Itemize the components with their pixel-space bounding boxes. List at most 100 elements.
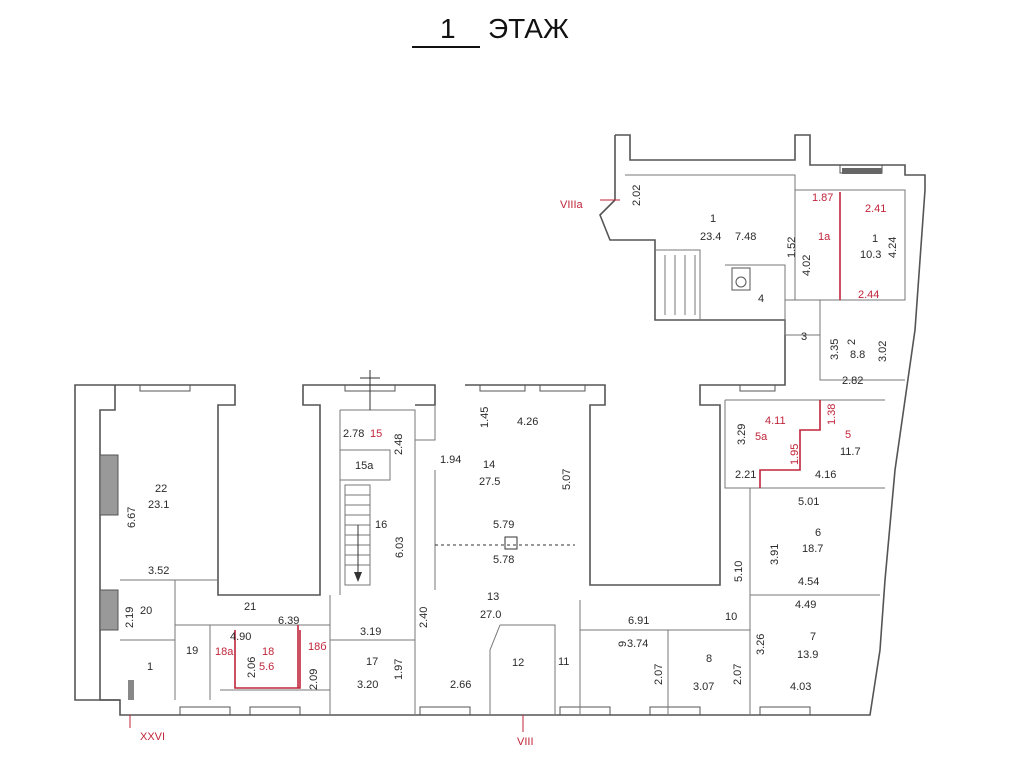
room-14-num: 14 — [483, 459, 495, 471]
room-1-top-dim2: 2.02 — [631, 185, 643, 206]
room-12-num: 12 — [512, 657, 524, 669]
room-18a-num: 18а — [215, 646, 234, 658]
room-8-dim: 3.07 — [693, 681, 714, 693]
room-2-dim3: 2.82 — [842, 375, 863, 387]
room-9-dim2: 2.07 — [653, 664, 665, 685]
room-2-dim: 3.35 — [829, 339, 841, 360]
room-7-num: 7 — [810, 631, 816, 643]
room-1a-dim: 1.87 — [812, 192, 833, 204]
room-22-dim2: 3.52 — [148, 565, 169, 577]
room-11-num: 11 — [558, 656, 569, 668]
room-18-dim3: 2.09 — [308, 669, 320, 690]
room-7-dim2: 3.26 — [755, 634, 767, 655]
room-5a-num: 5а — [755, 431, 768, 443]
column — [504, 536, 518, 550]
room-5a-dim: 3.29 — [736, 424, 748, 445]
room-14-area: 27.5 — [479, 476, 500, 488]
room-5-dim2: 1.38 — [826, 404, 838, 425]
room-7-dim: 4.49 — [795, 599, 816, 611]
room-21-num: 21 — [244, 601, 256, 613]
room-15-dim2: 2.48 — [393, 434, 405, 455]
room-1-bottom-num: 1 — [147, 661, 153, 673]
room-9-num: 9 — [617, 641, 629, 647]
room-14-dim5: 5.79 — [493, 519, 514, 531]
room-14-dim2: 5.07 — [561, 469, 573, 490]
room-1r-num: 1 — [872, 233, 878, 245]
room-6-dim: 5.01 — [798, 496, 819, 508]
room-5-num: 5 — [845, 429, 851, 441]
floor-number: 1 — [440, 13, 456, 44]
room-18-dim: 4.90 — [230, 631, 251, 643]
room-1-top-dim: 7.48 — [735, 231, 756, 243]
room-1r-dim3: 2.44 — [858, 289, 879, 301]
room-5a-dim2: 2.21 — [735, 469, 756, 481]
windows-top — [99, 164, 883, 716]
outer-wall-upper-wing — [74, 134, 926, 716]
room-22-num: 22 — [155, 483, 167, 495]
room-6-dim3: 4.54 — [798, 576, 819, 588]
marker-viiia: VIIIa — [560, 199, 584, 211]
room-14-dim4: 1.94 — [440, 454, 461, 466]
room-1-top-num: 1 — [710, 213, 716, 225]
marker-xxvi: XXVI — [140, 731, 165, 743]
room-13-dim3: 2.66 — [450, 679, 471, 691]
room-18b-num: 18б — [308, 641, 327, 653]
room-2-dim2: 3.02 — [877, 341, 889, 362]
room-2-area: 8.8 — [850, 349, 865, 361]
room-22-dim: 6.67 — [126, 507, 138, 528]
room-13-dim2: 2.40 — [418, 607, 430, 628]
room-5-area: 11.7 — [840, 446, 861, 458]
room-9-dim: 3.74 — [627, 638, 648, 650]
room-15-num: 15 — [370, 428, 382, 440]
room-22-area: 23.1 — [148, 499, 169, 511]
room-18-dim2: 2.06 — [246, 657, 258, 678]
room-6-dim2: 3.91 — [769, 544, 781, 565]
room-17-dim3: 1.97 — [393, 659, 405, 680]
room-9-dim3: 6.91 — [628, 615, 649, 627]
room-7-dim3: 4.03 — [790, 681, 811, 693]
room-21-dim: 6.39 — [278, 615, 299, 627]
room-3-num: 3 — [801, 331, 807, 343]
room-14-dim3: 1.45 — [479, 407, 491, 428]
interior-walls — [120, 174, 906, 715]
room-20-dim: 2.19 — [124, 607, 136, 628]
toilet-bowl — [735, 276, 747, 288]
room-19-num: 19 — [186, 645, 198, 657]
room-labels: VIIIa VIII XXVI 1 23.4 7.48 2.02 1.52 1.… — [124, 185, 899, 748]
room-16-num: 16 — [375, 519, 387, 531]
floor-title: ЭТАЖ — [488, 13, 569, 44]
room-10-num: 10 — [725, 611, 737, 623]
room-15-dim: 2.78 — [343, 428, 364, 440]
room-18-num: 18 — [262, 646, 274, 658]
outer-wall-court — [465, 135, 786, 586]
room-17-dim: 3.19 — [360, 626, 381, 638]
room-5-dim: 4.11 — [765, 415, 786, 427]
room-1r-area: 10.3 — [860, 249, 881, 261]
marker-viii: VIII — [517, 736, 534, 748]
room-15a-num: 15а — [355, 460, 374, 472]
room-8-dim2: 2.07 — [732, 664, 744, 685]
room-1-top-dim3: 1.52 — [786, 237, 798, 258]
toilet-fixture — [731, 267, 751, 291]
room-6-num: 6 — [815, 527, 821, 539]
room-6-dim4: 5.10 — [733, 561, 745, 582]
room-5-dim3: 4.16 — [815, 469, 836, 481]
room-6-area: 18.7 — [802, 543, 823, 555]
room-18-area: 5.6 — [259, 661, 274, 673]
room-13-area: 27.0 — [480, 609, 501, 621]
room-14-dim: 4.26 — [517, 416, 538, 428]
outer-wall-courtyard-left — [99, 385, 120, 701]
room-16-dim: 6.03 — [394, 537, 406, 558]
entry-marks — [128, 199, 620, 732]
room-1-top-area: 23.4 — [700, 231, 721, 243]
room-2-num: 2 — [846, 339, 858, 345]
room-17-dim2: 3.20 — [357, 679, 378, 691]
room-17-num: 17 — [366, 656, 378, 668]
room-1r-dim2: 4.24 — [887, 237, 899, 258]
room-13-num: 13 — [487, 591, 499, 603]
red-partitions — [234, 192, 841, 689]
room-20-num: 20 — [140, 605, 152, 617]
stair-arrowhead — [354, 572, 362, 582]
room-13-dim: 5.78 — [493, 554, 514, 566]
